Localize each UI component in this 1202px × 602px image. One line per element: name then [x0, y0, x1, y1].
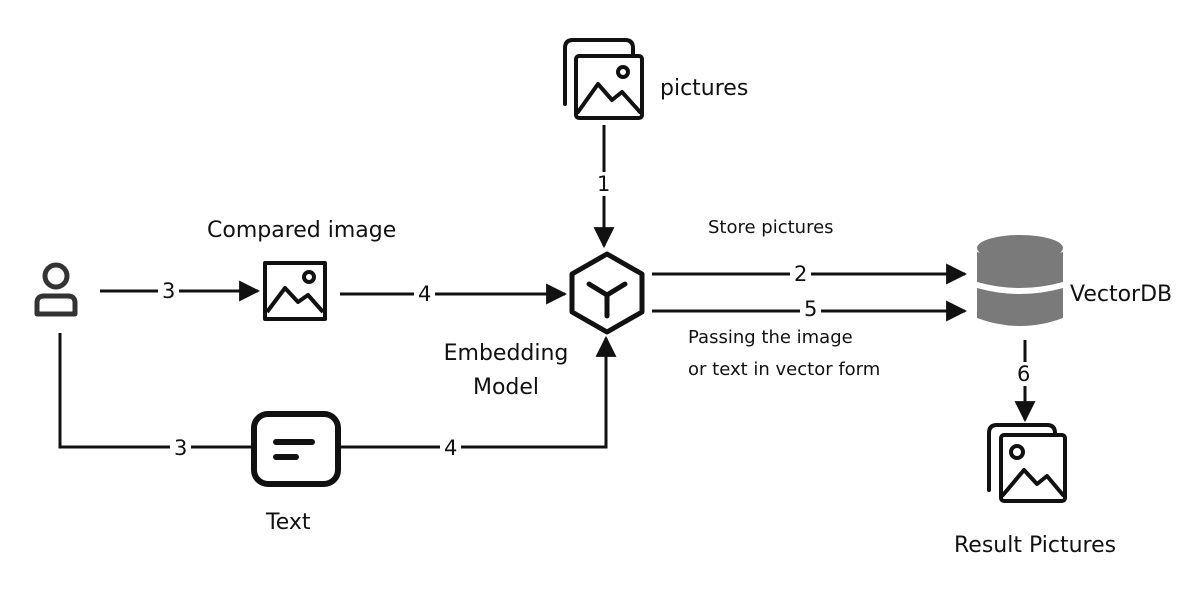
vectordb-label: VectorDB — [1070, 282, 1173, 307]
user-icon — [34, 262, 78, 317]
step-2-number: 2 — [790, 262, 812, 286]
text-document-icon — [251, 411, 341, 487]
step-1-number: 1 — [593, 172, 615, 196]
database-icon — [977, 235, 1063, 326]
passing-label-line2: or text in vector form — [688, 359, 881, 380]
cube-model-icon — [569, 251, 645, 335]
text-label: Text — [266, 510, 311, 535]
embedding-model-label-line2: Model — [472, 375, 540, 400]
step-6-number: 6 — [1013, 362, 1035, 386]
step-3-top-number: 3 — [158, 279, 180, 303]
compared-image-label: Compared image — [207, 218, 397, 243]
result-pictures-label: Result Pictures — [954, 533, 1117, 558]
store-pictures-label: Store pictures — [708, 217, 834, 238]
pictures-label: pictures — [660, 76, 749, 101]
step-3-bottom-number: 3 — [170, 436, 192, 460]
line-user-to-text — [58, 333, 252, 449]
step-4-bottom-number: 4 — [440, 436, 462, 460]
passing-label-line1: Passing the image — [688, 327, 853, 348]
images-stack-icon — [563, 38, 644, 120]
arrow-step-4-bottom — [338, 335, 617, 449]
result-images-stack-icon — [987, 423, 1067, 503]
step-5-number: 5 — [800, 297, 822, 321]
step-4-top-number: 4 — [414, 282, 436, 306]
image-icon — [263, 261, 327, 321]
embedding-model-label-line1: Embedding — [443, 341, 569, 366]
